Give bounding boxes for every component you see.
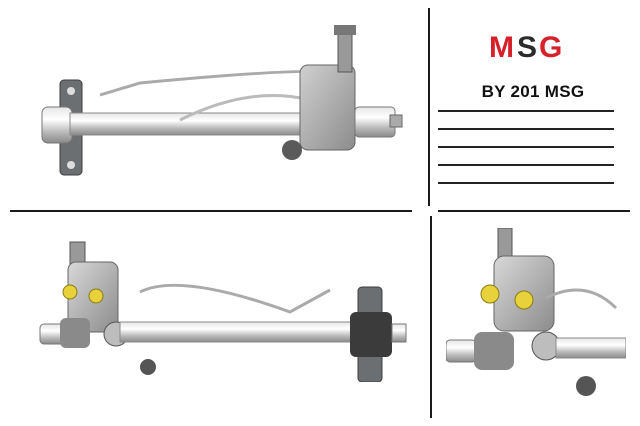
vertical-divider-top [428, 8, 430, 206]
blank-rule-5 [438, 182, 614, 184]
detail-view-photo [446, 228, 626, 403]
horizontal-divider-left [10, 210, 412, 212]
svg-text:S: S [517, 31, 536, 64]
blank-rule-1 [438, 110, 614, 112]
blank-rule-2 [438, 128, 614, 130]
rear-view-photo [30, 232, 410, 382]
horizontal-divider-right [438, 210, 630, 212]
vertical-divider-bottom [430, 216, 432, 418]
svg-text:M: M [489, 31, 513, 64]
msg-logo-mark: M S G [489, 31, 562, 64]
part-number: BY 201 MSG [481, 82, 585, 101]
msg-logo: M S G [489, 30, 579, 64]
svg-text:G: G [539, 31, 561, 64]
front-view-photo [30, 25, 410, 195]
blank-rule-4 [438, 164, 614, 166]
blank-rule-3 [438, 146, 614, 148]
